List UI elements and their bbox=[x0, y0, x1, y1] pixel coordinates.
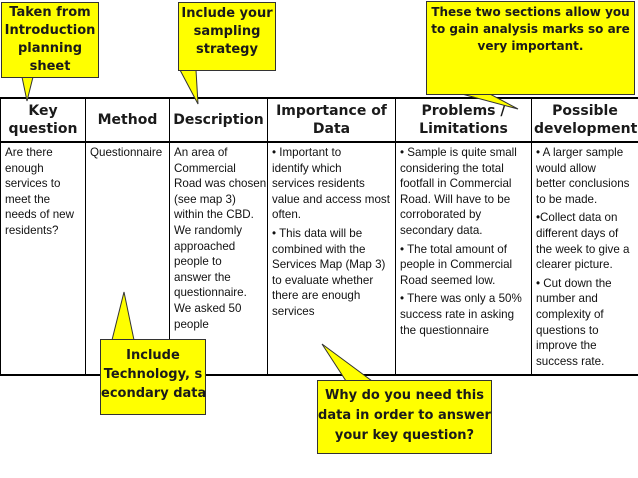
header-method: Method bbox=[85, 97, 170, 143]
header-problems: Problems /Limitations bbox=[395, 97, 532, 143]
header-description: Description bbox=[169, 97, 268, 143]
problem-point: • There was only a 50%success rate in as… bbox=[400, 292, 522, 337]
